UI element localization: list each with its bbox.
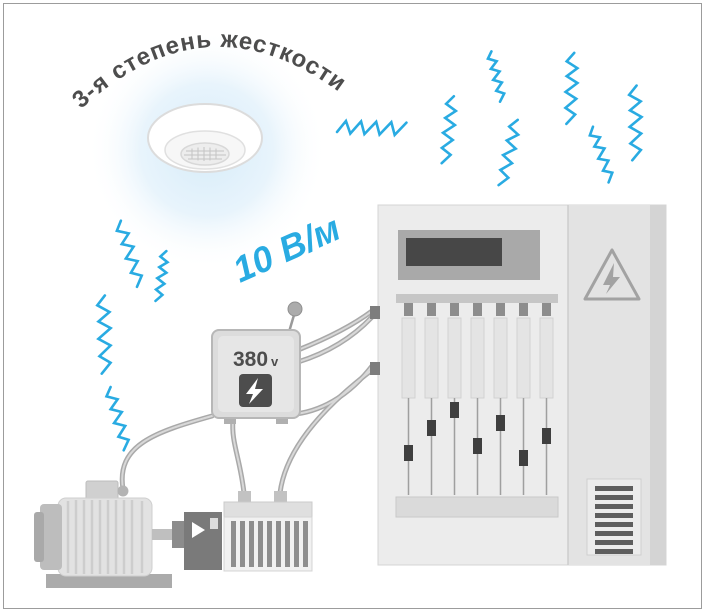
motor-terminal-box: [85, 480, 119, 501]
shaft-coupling: [172, 521, 184, 548]
cabinet-connectors: [404, 303, 551, 316]
lightning-bolt-icon: [246, 378, 263, 404]
cabinet-module-cards: [401, 317, 554, 399]
motor-end-cap: [40, 504, 62, 570]
smoke-detector-icon: [147, 103, 263, 173]
motor-base: [46, 574, 172, 588]
frequency-converter: [184, 512, 222, 570]
cable-gland-right: [274, 491, 287, 503]
cable-highlights: [121, 310, 373, 494]
motor-drive-assembly: [34, 480, 313, 588]
cabinet-components: [404, 402, 551, 466]
cabinet-display-screen: [406, 238, 502, 266]
high-voltage-warning-icon: [583, 248, 641, 301]
equipment-cabinet: [370, 204, 667, 566]
motor-body: [57, 497, 153, 577]
heatsink-fins: [231, 521, 308, 567]
frame-border: [3, 3, 702, 609]
cable-gland-left: [238, 491, 251, 503]
cabinet-cable-inlet-upper: [370, 306, 380, 319]
cabinet-cable-inlet-lower: [370, 362, 380, 375]
converter-logo-icon: [192, 522, 205, 538]
antenna-knob: [287, 301, 303, 317]
motor-shaft: [152, 529, 174, 540]
finned-drive-unit: [223, 491, 313, 572]
vent-grille: [586, 478, 642, 556]
